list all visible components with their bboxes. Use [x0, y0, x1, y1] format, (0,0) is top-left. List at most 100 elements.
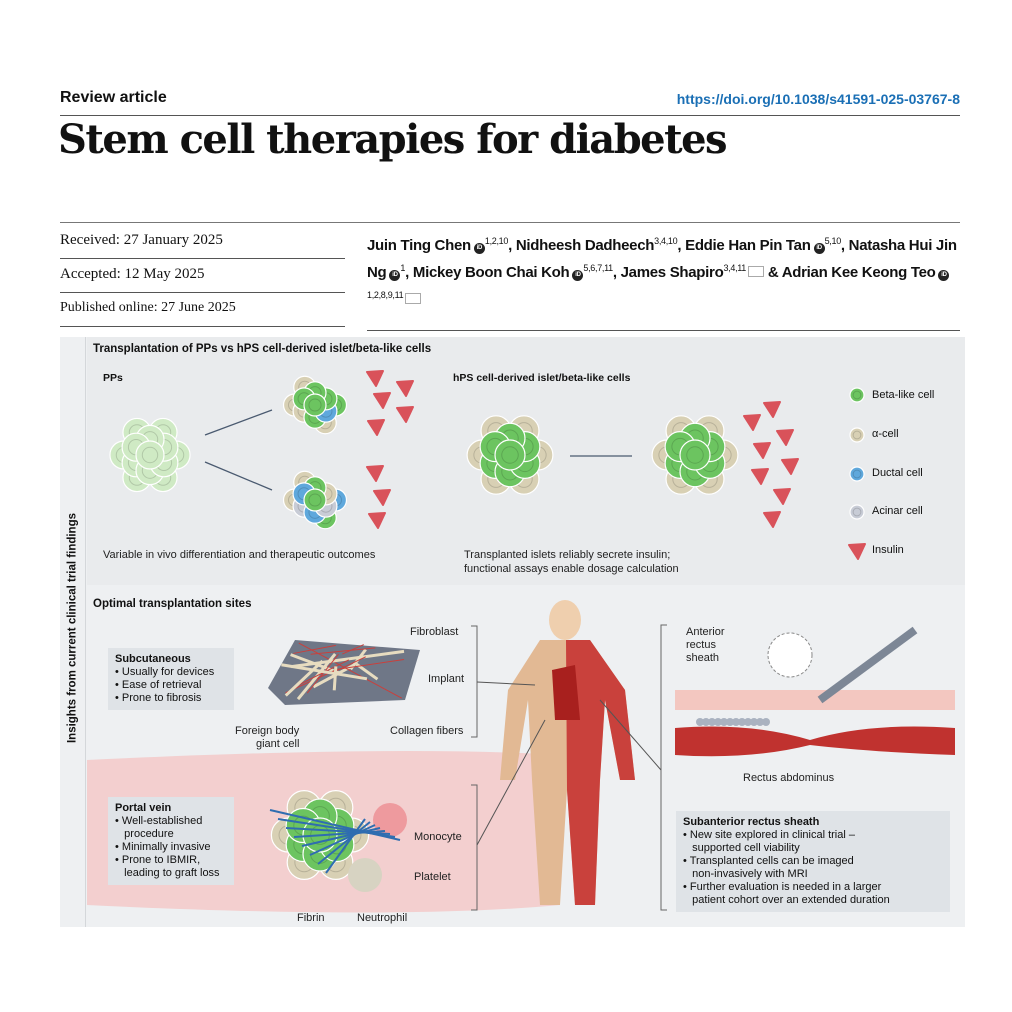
cell-nucleus: [141, 446, 159, 464]
fibroblast-cell: [281, 663, 368, 681]
rectus-item: patient cohort over an extended duration: [683, 894, 890, 906]
neutrophil: [348, 858, 382, 892]
portal-title: Portal vein: [115, 802, 172, 814]
author[interactable]: Eddie Han Pin Tan: [685, 237, 811, 254]
transplanted-cell: [714, 718, 722, 726]
insulin-mark: [396, 406, 414, 423]
hps-title: hPS cell-derived islet/beta-like cells: [453, 372, 631, 384]
fibrin-strand: [285, 827, 391, 835]
fibroblast-cell: [291, 649, 405, 669]
transplanted-cell: [744, 718, 752, 726]
envelope-icon[interactable]: [748, 266, 765, 277]
rectus-item: supported cell viability: [683, 842, 800, 854]
cell: [849, 427, 865, 443]
orcid-icon[interactable]: iD: [572, 270, 584, 281]
insulin-mark: [753, 442, 771, 459]
hps-caption-1: Transplanted islets reliably secrete ins…: [464, 549, 671, 561]
syringe: [817, 626, 918, 704]
muscle-layer: [566, 640, 635, 905]
divider: [60, 222, 960, 223]
fibroblast-cell: [296, 653, 337, 701]
transplanted-cell: [708, 718, 716, 726]
transplanted-cell: [750, 718, 758, 726]
affiliation-numbers: 1,2,10: [484, 236, 509, 246]
orcid-icon[interactable]: iD: [389, 270, 401, 281]
affiliation-numbers: 1,2,8,9,11: [367, 290, 404, 300]
cell-nucleus: [852, 430, 862, 440]
portal-vein-box: Portal vein• Well-established procedure•…: [108, 797, 234, 885]
author[interactable]: Natasha Hui Jin Ng: [367, 237, 957, 281]
blood-vessel: [331, 656, 366, 674]
author-separator: ,: [405, 264, 413, 281]
author[interactable]: Juin Ting Chen: [367, 237, 471, 254]
legend-beta: Beta-like cell: [872, 389, 935, 401]
cell: [135, 440, 165, 470]
insulin-mark: [763, 511, 781, 528]
insulin-mark: [763, 401, 781, 418]
affiliation-numbers: 3,4,11: [723, 263, 747, 273]
fibroblast-cell: [332, 666, 338, 691]
rectus-box: Subanterior rectus sheath• New site expl…: [676, 811, 950, 912]
fibrin-strand: [301, 827, 381, 847]
orcid-icon[interactable]: iD: [938, 270, 950, 281]
cell-nucleus: [852, 507, 862, 517]
cell-nucleus: [308, 493, 322, 507]
monocyte: [373, 803, 407, 837]
doi-link[interactable]: https://doi.org/10.1038/s41591-025-03767…: [676, 91, 960, 107]
transplanted-cell: [756, 718, 764, 726]
blood-vessel: [342, 644, 364, 655]
rectus-muscle: [675, 726, 955, 757]
transplanted-cell: [702, 718, 710, 726]
fibroblast-cell: [284, 659, 324, 697]
figure-side-strip: Insights from current clinical trial fin…: [60, 337, 86, 927]
portal-item: • Prone to IBMIR,: [115, 854, 201, 866]
envelope-icon[interactable]: [405, 293, 422, 304]
author-separator: ,: [612, 264, 621, 281]
insulin-mark: [367, 419, 385, 436]
label-fibrin: Fibrin: [297, 912, 325, 924]
legend-ductal: Ductal cell: [872, 467, 923, 479]
label-rectus-abdominus: Rectus abdominus: [743, 772, 835, 784]
cell: [849, 504, 865, 520]
orcid-icon[interactable]: iD: [473, 243, 485, 254]
divider: [60, 115, 960, 116]
insulin-mark: [773, 488, 791, 505]
portal-item: • Well-established: [115, 815, 203, 827]
orcid-icon[interactable]: iD: [813, 243, 825, 254]
insulin-mark: [368, 512, 386, 529]
label-rectus: rectus: [686, 639, 716, 651]
label-neutrophil: Neutrophil: [357, 912, 408, 924]
divider: [60, 258, 345, 259]
portal-item: leading to graft loss: [115, 867, 220, 879]
cell-nucleus: [852, 390, 862, 400]
subcutaneous-item: • Usually for devices: [115, 666, 215, 678]
author[interactable]: James Shapiro: [620, 264, 724, 281]
legend-insulin: Insulin: [872, 544, 904, 556]
insulin-mark: [781, 458, 799, 475]
article-title: Stem cell therapies for diabetes: [58, 116, 728, 163]
rectus-item: non-invasively with MRI: [683, 868, 808, 880]
subcutaneous-title: Subcutaneous: [115, 653, 191, 665]
affiliation-numbers: 5,10: [824, 236, 842, 246]
label-foreign-body: Foreign body: [235, 725, 300, 737]
author[interactable]: Mickey Boon Chai Koh: [412, 264, 570, 281]
author[interactable]: Nidheesh Dadheech: [515, 237, 655, 254]
author-separator: &: [764, 264, 782, 281]
leader-line: [599, 699, 662, 771]
published-date: Published online: 27 June 2025: [60, 300, 236, 315]
affiliation-numbers: 1: [400, 263, 406, 273]
blood-vessel: [310, 647, 376, 655]
label-fibroblast: Fibroblast: [410, 626, 459, 638]
fibroblast-cell: [355, 662, 379, 681]
blood-vessel: [298, 642, 403, 699]
author[interactable]: Adrian Kee Keong Teo: [781, 264, 936, 281]
fibroblast-cell: [349, 648, 367, 671]
label-sheath: sheath: [686, 652, 720, 664]
cell: [849, 466, 865, 482]
top-panel-title: Transplantation of PPs vs hPS cell-deriv…: [93, 343, 432, 355]
fibrin-strand: [317, 821, 371, 865]
author-separator: ,: [840, 237, 849, 254]
insulin-mark: [751, 468, 769, 485]
